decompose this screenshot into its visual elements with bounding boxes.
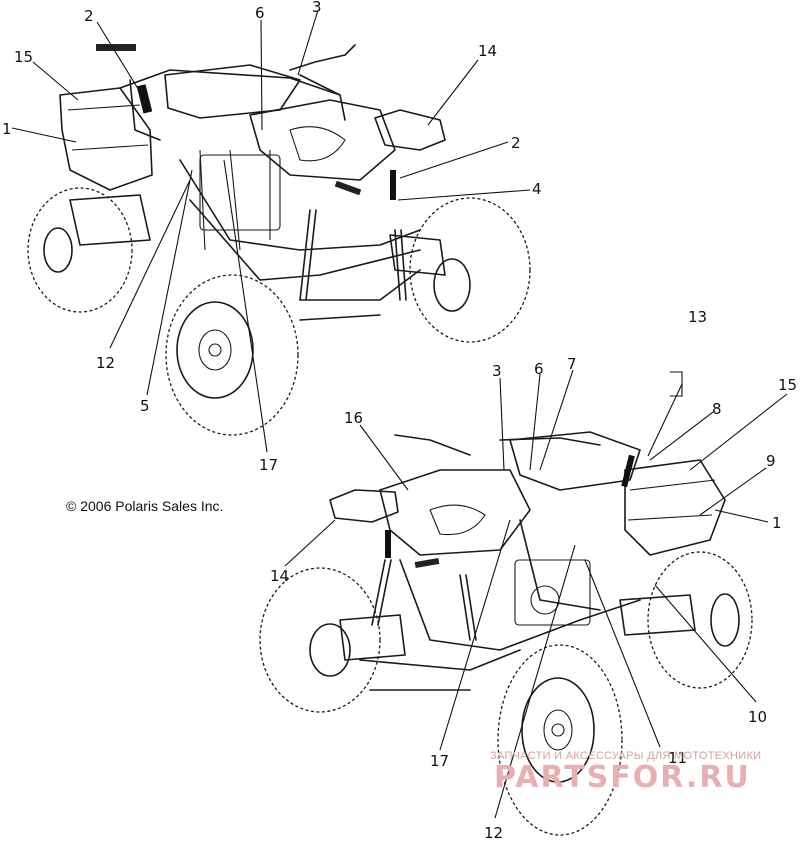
callout-bottom-10: 10 [748,708,767,726]
callout-top-5: 5 [140,397,150,415]
callout-top-1: 1 [2,120,12,138]
callout-top-15: 15 [14,48,33,66]
callout-top-4: 4 [532,180,542,198]
callout-bottom-11: 11 [668,749,687,767]
callout-bottom-16: 16 [344,409,363,427]
callouts-top: 2 6 3 15 14 1 2 4 12 5 17 [2,0,542,474]
callout-bottom-15: 15 [778,376,797,394]
callout-bottom-7: 7 [567,355,577,373]
callout-top-12: 12 [96,354,115,372]
atv-bottom-illustration [259,431,753,836]
callout-bottom-13: 13 [688,308,707,326]
callout-top-2b: 2 [511,134,521,152]
callout-bottom-3: 3 [492,362,502,380]
callout-top-6: 6 [255,4,265,22]
atv-top-illustration [27,44,531,436]
callout-bottom-1: 1 [772,514,782,532]
leader-lines-bottom [284,369,788,819]
copyright-notice: © 2006 Polaris Sales Inc. [66,498,224,514]
callout-top-14: 14 [478,42,497,60]
callout-bottom-9: 9 [766,452,776,470]
callout-top-2a: 2 [84,7,94,25]
callout-bottom-12: 12 [484,824,503,842]
callout-bottom-6: 6 [534,360,544,378]
leader-lines-top [11,9,531,453]
callouts-bottom: 13 3 6 7 15 8 16 9 1 14 10 17 11 12 [270,308,797,842]
watermark-tagline: ЗАПЧАСТИ И АКСЕССУАРЫ ДЛЯ МОТОТЕХНИКИ [490,750,762,762]
watermark-logo: PARTSFOR.RU [494,760,751,795]
callout-top-3: 3 [312,0,322,16]
callout-bottom-14: 14 [270,567,289,585]
callout-top-17: 17 [259,456,278,474]
callout-bottom-8: 8 [712,400,722,418]
callout-bottom-17: 17 [430,752,449,770]
